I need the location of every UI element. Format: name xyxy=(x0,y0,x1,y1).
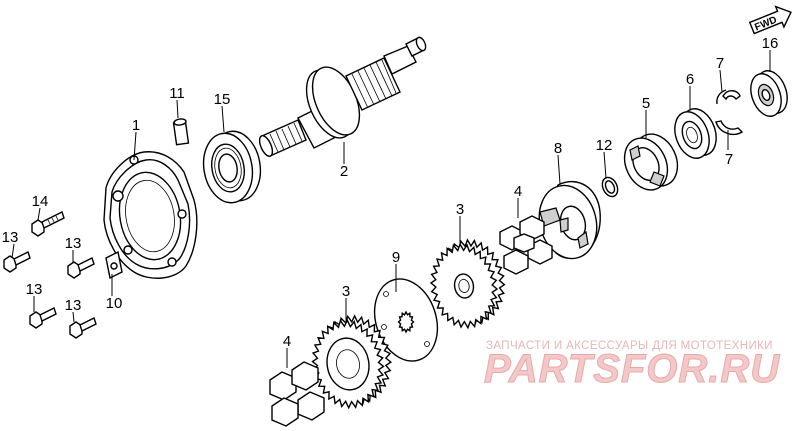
part-13-bolt-d xyxy=(69,317,97,339)
callout-numbers: 1 2 3 3 4 4 5 6 7 7 8 9 10 11 12 13 13 1… xyxy=(2,35,779,350)
part-5-dog-collar xyxy=(623,133,679,191)
part-4-hex-cluster-upper xyxy=(499,215,553,275)
watermark: ЗАПЧАСТИ И АКСЕССУАРЫ ДЛЯ МОТОТЕХНИКИ PA… xyxy=(484,340,780,392)
part-3-gear-lower xyxy=(311,314,392,410)
part-4-hex-cluster-lower xyxy=(269,361,325,427)
part-15-ball-bearing xyxy=(202,130,262,204)
callout-11: 11 xyxy=(169,85,185,102)
part-13-bolt-c xyxy=(29,307,57,329)
part-6-collar xyxy=(674,108,717,159)
callout-7-upper: 7 xyxy=(716,55,724,72)
callout-3-upper: 3 xyxy=(456,201,464,218)
callout-7-lower: 7 xyxy=(725,151,733,168)
part-2-shaft xyxy=(258,36,427,157)
part-11-dowel-pin xyxy=(172,118,190,146)
callout-2: 2 xyxy=(340,163,348,180)
callout-13-d: 13 xyxy=(65,297,82,314)
part-16-bearing xyxy=(750,70,788,117)
part-8-cam-plate xyxy=(538,180,601,260)
part-13-bolt-b xyxy=(67,257,95,279)
watermark-subtitle: ЗАПЧАСТИ И АКСЕССУАРЫ ДЛЯ МОТОТЕХНИКИ xyxy=(486,340,773,352)
callout-14: 14 xyxy=(32,193,49,210)
part-7-circlip-upper xyxy=(716,89,741,105)
forward-arrow-icon: FWD xyxy=(748,5,792,35)
part-10-lock-plate xyxy=(105,250,123,280)
callout-4-upper: 4 xyxy=(514,183,522,200)
part-3-gear-upper xyxy=(429,238,506,330)
callout-5: 5 xyxy=(642,95,650,112)
callout-15: 15 xyxy=(214,91,231,108)
callout-6: 6 xyxy=(686,71,694,88)
callout-16: 16 xyxy=(762,35,779,52)
callout-9: 9 xyxy=(392,249,400,266)
leader-lines xyxy=(11,50,771,368)
callout-10: 10 xyxy=(106,295,123,312)
callout-1: 1 xyxy=(132,117,140,134)
part-7-circlip-lower xyxy=(715,120,744,136)
part-13-bolt-a xyxy=(3,251,31,273)
part-12-snap-ring xyxy=(601,176,619,198)
callout-13-b: 13 xyxy=(65,235,82,252)
callout-13-c: 13 xyxy=(26,281,43,298)
watermark-brand: PARTSFOR.RU xyxy=(484,347,780,391)
callout-13-a: 13 xyxy=(2,229,19,246)
callout-12: 12 xyxy=(596,137,613,154)
forward-label: FWD xyxy=(753,15,778,34)
callout-4-lower: 4 xyxy=(283,333,291,350)
part-9-thrust-washer xyxy=(373,278,439,362)
part-14-bolt xyxy=(31,211,65,237)
callout-3-lower: 3 xyxy=(342,283,350,300)
callout-8: 8 xyxy=(554,140,562,157)
part-1-bearing-housing xyxy=(103,151,198,279)
